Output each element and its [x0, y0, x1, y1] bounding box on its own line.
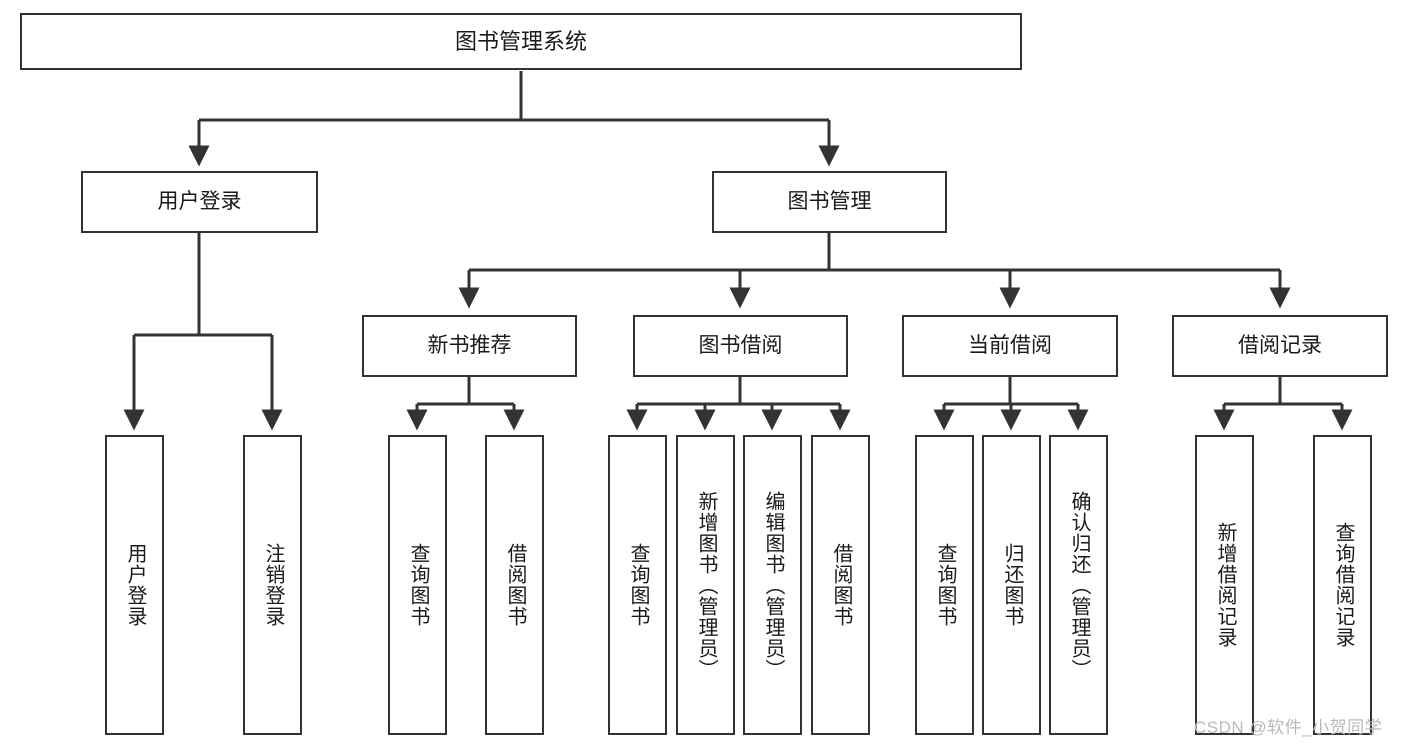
- node-new-book-recommend-label: 新书推荐: [427, 333, 512, 357]
- node-book-borrow[interactable]: 图书借阅: [633, 315, 848, 377]
- node-book-borrow-label: 图书借阅: [698, 333, 783, 357]
- node-user-login[interactable]: 用户登录: [81, 171, 318, 233]
- leaf-user-login[interactable]: 用户登录: [105, 435, 164, 735]
- leaf-borrow-book-2-label: 借阅图书: [830, 543, 852, 627]
- leaf-edit-book[interactable]: 编辑图书（管理员）: [743, 435, 802, 735]
- leaf-add-borrow-record[interactable]: 新增借阅记录: [1195, 435, 1254, 735]
- leaf-edit-book-label: 编辑图书（管理员）: [762, 490, 784, 680]
- leaf-query-book-1[interactable]: 查询图书: [388, 435, 447, 735]
- leaf-logout-label: 注销登录: [262, 543, 284, 627]
- leaf-query-book-2-label: 查询图书: [627, 543, 649, 627]
- node-book-manage[interactable]: 图书管理: [712, 171, 947, 233]
- node-user-login-label: 用户登录: [157, 189, 242, 213]
- leaf-add-borrow-record-label: 新增借阅记录: [1214, 522, 1236, 648]
- leaf-query-book-3-label: 查询图书: [934, 543, 956, 627]
- leaf-confirm-return-label: 确认归还（管理员）: [1068, 490, 1090, 680]
- leaf-return-book[interactable]: 归还图书: [982, 435, 1041, 735]
- leaf-query-borrow-record[interactable]: 查询借阅记录: [1313, 435, 1372, 735]
- leaf-logout[interactable]: 注销登录: [243, 435, 302, 735]
- leaf-add-book[interactable]: 新增图书（管理员）: [676, 435, 735, 735]
- node-root-label: 图书管理系统: [454, 28, 587, 54]
- leaf-borrow-book-1-label: 借阅图书: [504, 543, 526, 627]
- node-borrow-record-label: 借阅记录: [1238, 333, 1322, 357]
- leaf-confirm-return[interactable]: 确认归还（管理员）: [1049, 435, 1108, 735]
- node-root[interactable]: 图书管理系统: [20, 13, 1022, 70]
- leaf-borrow-book-2[interactable]: 借阅图书: [811, 435, 870, 735]
- csdn-watermark: CSDN @软件_小贺同学: [1194, 718, 1383, 737]
- leaf-query-book-1-label: 查询图书: [407, 543, 429, 627]
- node-new-book-recommend[interactable]: 新书推荐: [362, 315, 577, 377]
- leaf-borrow-book-1[interactable]: 借阅图书: [485, 435, 544, 735]
- leaf-query-borrow-record-label: 查询借阅记录: [1332, 522, 1354, 648]
- node-current-borrow-label: 当前借阅: [968, 333, 1052, 357]
- leaf-query-book-3[interactable]: 查询图书: [915, 435, 974, 735]
- node-current-borrow[interactable]: 当前借阅: [902, 315, 1118, 377]
- node-book-manage-label: 图书管理: [787, 189, 872, 213]
- leaf-add-book-label: 新增图书（管理员）: [695, 490, 717, 680]
- leaf-user-login-label: 用户登录: [124, 543, 146, 627]
- leaf-query-book-2[interactable]: 查询图书: [608, 435, 667, 735]
- node-borrow-record[interactable]: 借阅记录: [1172, 315, 1388, 377]
- leaf-return-book-label: 归还图书: [1001, 543, 1023, 627]
